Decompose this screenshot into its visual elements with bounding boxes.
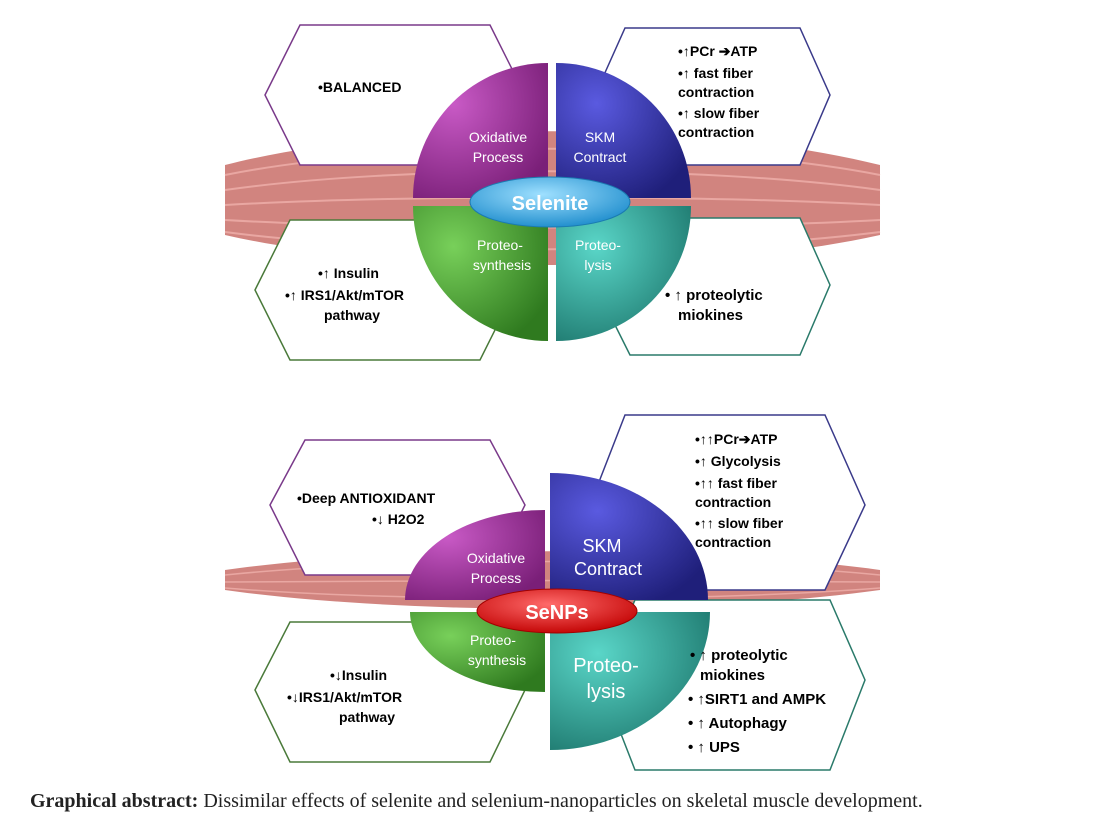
hex-bottom-left-line2: •↓IRS1/Akt/mTOR bbox=[287, 689, 402, 705]
quadrant-skm-line2: Contract bbox=[574, 149, 627, 165]
quadrant-lysis-line1: Proteo- bbox=[575, 237, 621, 253]
quadrant-lysis bbox=[556, 206, 691, 341]
quadrant-skm-line1: SKM bbox=[582, 536, 621, 556]
hex-top-left-line2: •↓ H2O2 bbox=[372, 511, 425, 527]
hex-top-right-line3: •↑↑ fast fiber bbox=[695, 475, 777, 491]
hex-top-right-line5: contraction bbox=[678, 124, 754, 140]
hex-bottom-left-line1: •↑ Insulin bbox=[318, 265, 379, 281]
quadrant-lysis-line2: lysis bbox=[584, 257, 611, 273]
panel-senps: Oxidative Process SKM Contract Proteo- s… bbox=[224, 414, 881, 771]
hex-top-right-line1: •↑↑PCr➔ATP bbox=[695, 431, 778, 447]
center-label-selenite: Selenite bbox=[512, 193, 589, 215]
quadrant-synthesis-line1: Proteo- bbox=[470, 632, 516, 648]
center-ellipse-selenite bbox=[469, 176, 631, 228]
quadrant-skm-line2: Contract bbox=[574, 559, 642, 579]
hex-bottom-left-line3: pathway bbox=[324, 307, 380, 323]
quadrant-oxidative bbox=[413, 63, 548, 198]
hex-bottom-right-line1: • ↑ proteolytic bbox=[690, 647, 788, 664]
quadrant-lysis bbox=[550, 612, 710, 750]
hex-bottom-right-line2: miokines bbox=[700, 667, 765, 684]
quadrant-synthesis-line2: synthesis bbox=[468, 652, 526, 668]
hex-bottom-left-line1: •↓Insulin bbox=[330, 667, 387, 683]
hex-top-right-line5: •↑↑ slow fiber bbox=[695, 515, 784, 531]
hex-top-right-line4: contraction bbox=[695, 494, 771, 510]
hex-top-right-line2: •↑ Glycolysis bbox=[695, 453, 781, 469]
quadrant-oxidative-line2: Process bbox=[473, 149, 524, 165]
hex-bottom-left-line2: •↑ IRS1/Akt/mTOR bbox=[285, 287, 404, 303]
hex-top-left-line1: •Deep ANTIOXIDANT bbox=[297, 490, 436, 506]
hex-bottom-right-line5: • ↑ UPS bbox=[688, 739, 740, 756]
caption-text: Dissimilar effects of selenite and selen… bbox=[198, 790, 923, 812]
quadrant-skm bbox=[556, 63, 691, 198]
hex-top-right-line2: •↑ fast fiber bbox=[678, 65, 753, 81]
hex-top-right-line4: •↑ slow fiber bbox=[678, 105, 760, 121]
quadrant-oxidative-line1: Oxidative bbox=[469, 129, 528, 145]
quadrant-synthesis-line2: synthesis bbox=[473, 257, 531, 273]
quadrant-synthesis bbox=[413, 206, 548, 341]
hex-bottom-left-line3: pathway bbox=[339, 709, 395, 725]
center-label-senps: SeNPs bbox=[525, 602, 588, 624]
hex-bottom-right-line3: • ↑SIRT1 and AMPK bbox=[688, 691, 826, 708]
hex-bottom-right-line2: miokines bbox=[678, 307, 743, 324]
quadrant-oxidative bbox=[405, 510, 545, 600]
caption-bold: Graphical abstract: bbox=[30, 790, 199, 812]
hex-top-right-line1: •↑PCr ➔ATP bbox=[678, 43, 757, 59]
quadrant-lysis-line2: lysis bbox=[587, 681, 626, 703]
center-ellipse-senps bbox=[476, 588, 638, 634]
hex-top-right-line6: contraction bbox=[695, 534, 771, 550]
figure-caption: Graphical abstract: Dissimilar effects o… bbox=[30, 790, 1090, 813]
hex-top-right-line3: contraction bbox=[678, 84, 754, 100]
quadrant-lysis-line1: Proteo- bbox=[573, 655, 639, 677]
quadrant-skm-line1: SKM bbox=[585, 129, 615, 145]
quadrant-oxidative-line2: Process bbox=[471, 570, 522, 586]
hex-bottom-right-line4: • ↑ Autophagy bbox=[688, 715, 788, 732]
quadrant-oxidative-line1: Oxidative bbox=[467, 550, 526, 566]
quadrant-skm bbox=[550, 473, 708, 600]
panel-selenite: Oxidative Process SKM Contract Proteo- s… bbox=[224, 24, 881, 361]
hex-top-left-line1: •BALANCED bbox=[318, 79, 401, 95]
quadrant-synthesis-line1: Proteo- bbox=[477, 237, 523, 253]
quadrant-synthesis bbox=[410, 612, 545, 692]
hex-bottom-right-line1: • ↑ proteolytic bbox=[665, 287, 763, 304]
